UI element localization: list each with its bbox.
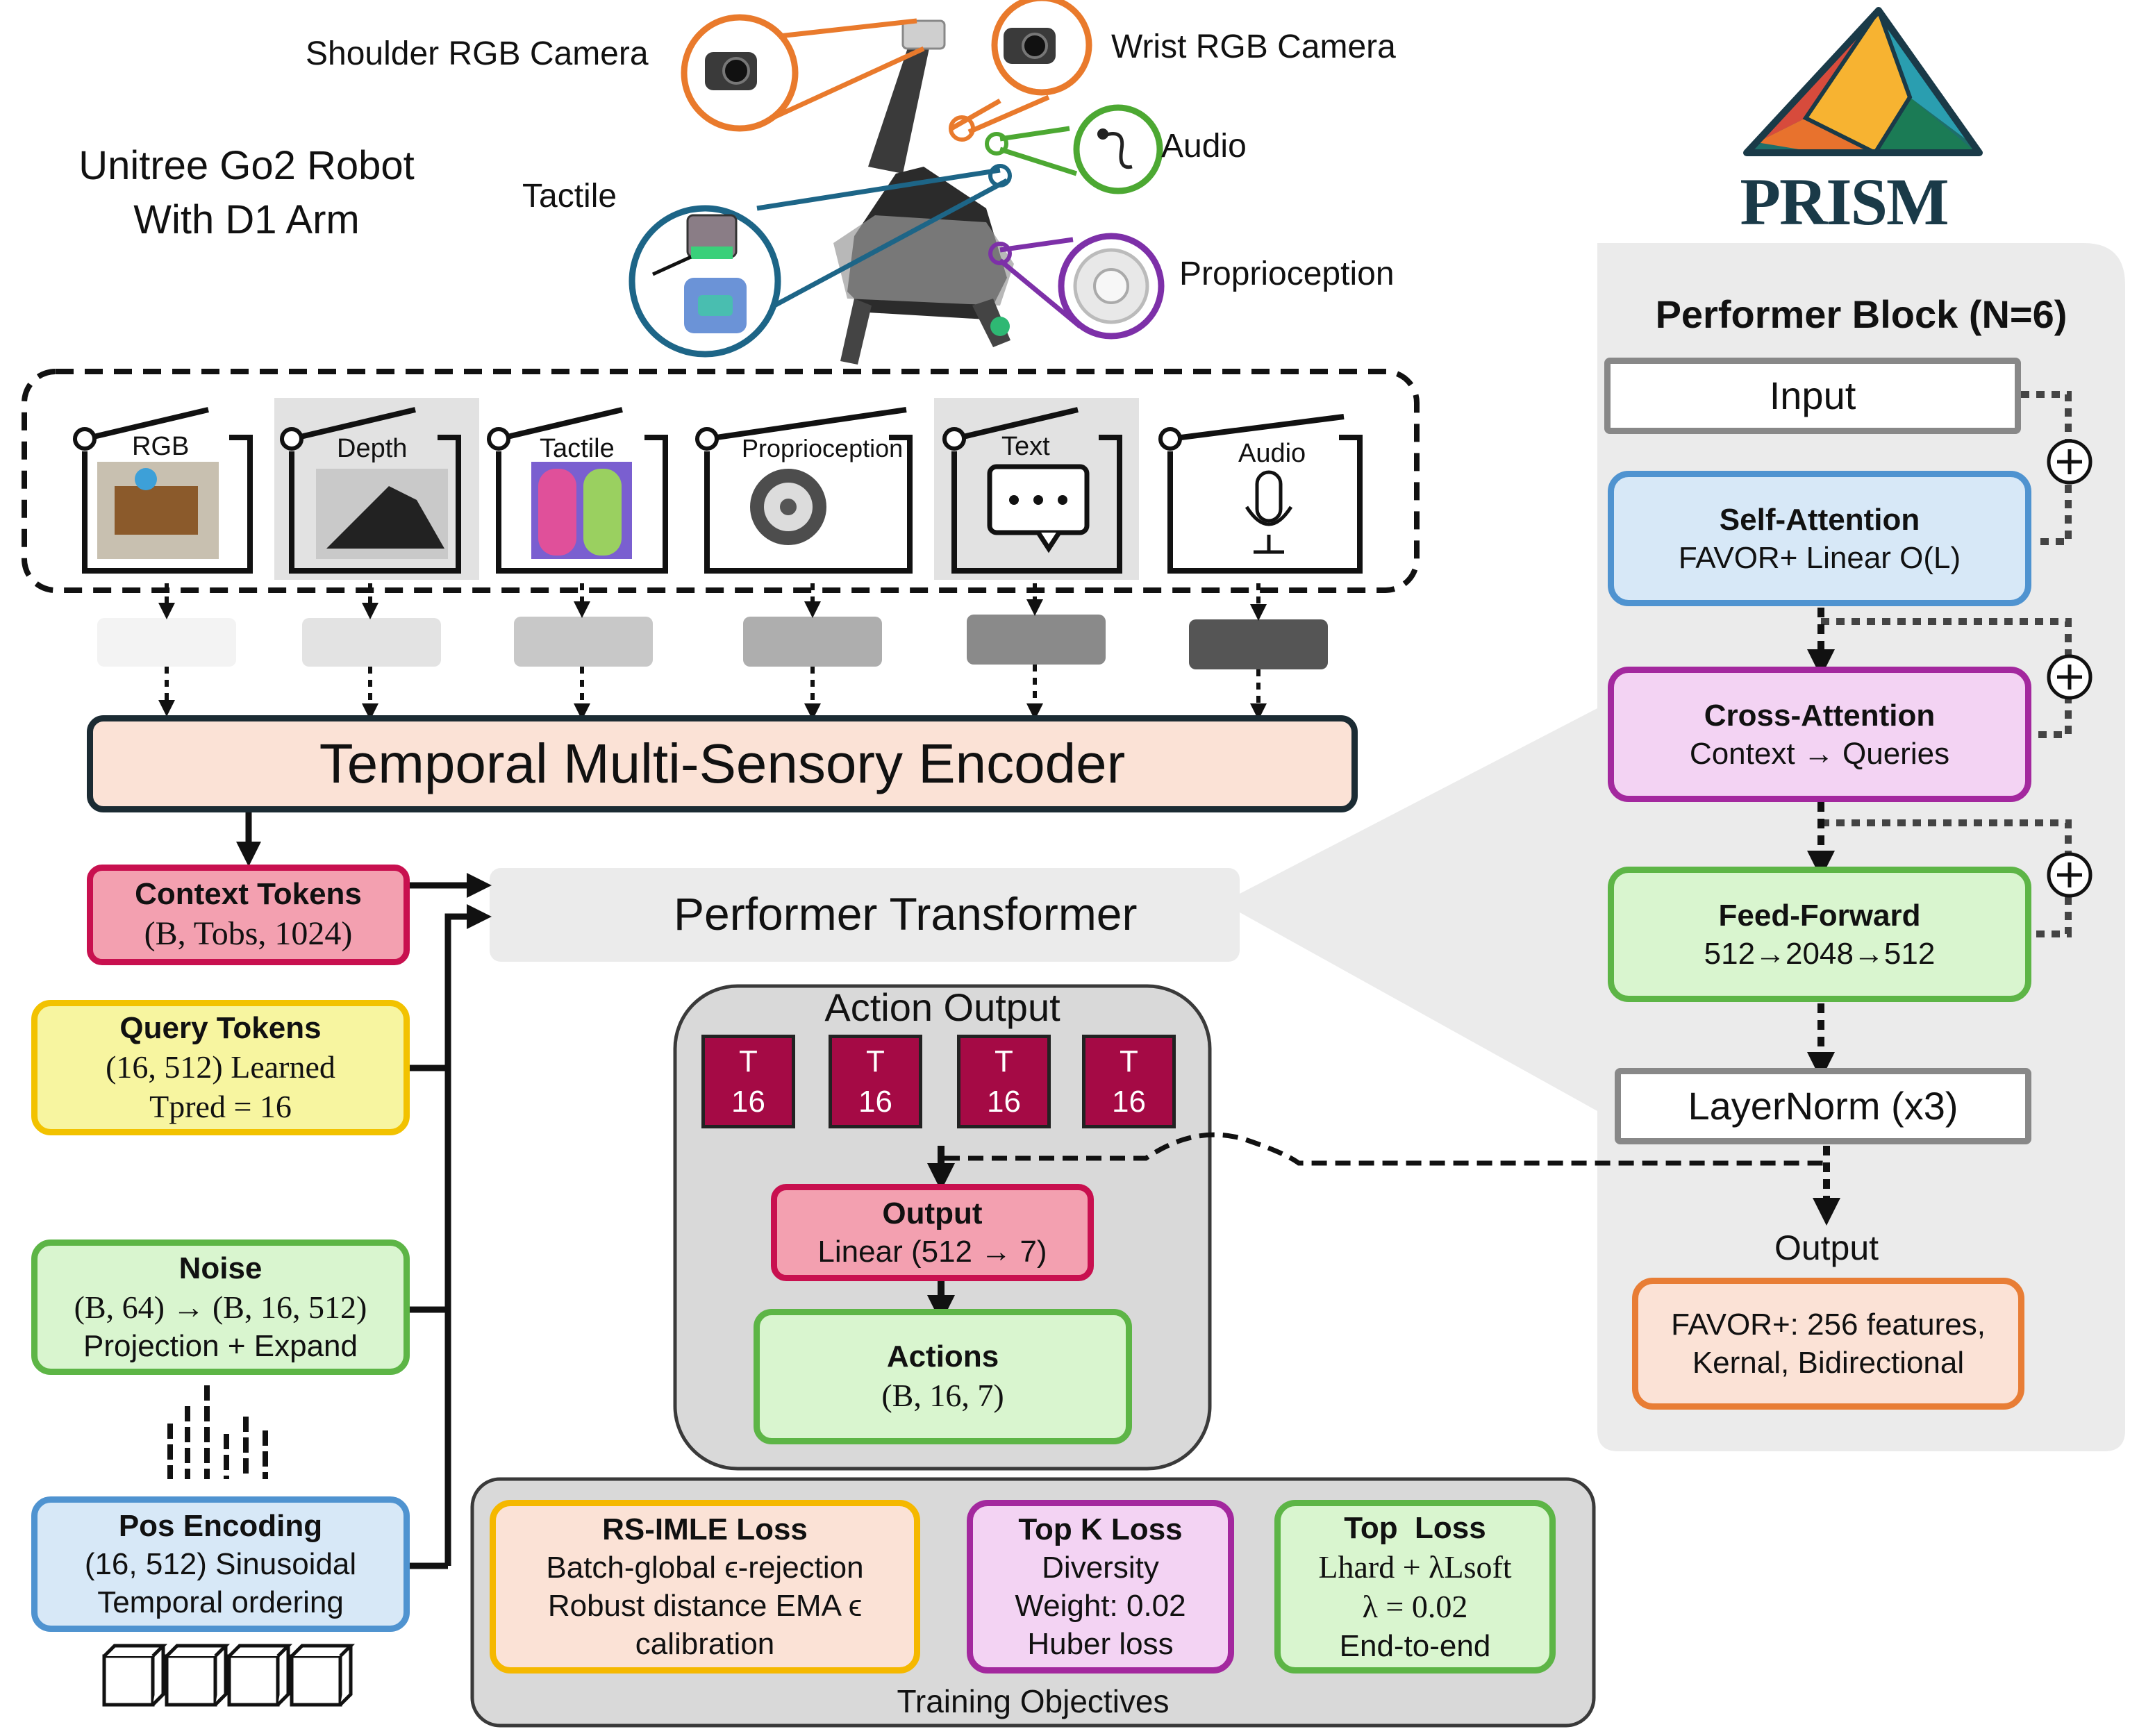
favor-box: FAVOR+: 256 features, Kernal, Bidirectio… [1632,1278,2024,1410]
cross-attention-sub: Context → Queries [1689,736,1950,771]
topk-line2: Weight: 0.02 [1015,1589,1186,1623]
sensor-switches [73,398,1363,580]
output-linear-sub: Linear (512 → 7) [817,1235,1047,1269]
input-box: Input [1604,358,2021,434]
proprioception-callout [988,233,1165,340]
layernorm-label: LayerNorm (x3) [1688,1084,1958,1128]
actions-box: Actions (B, 16, 7) [754,1309,1132,1444]
sensor-panel [22,369,1420,593]
audio-label: Audio [1161,128,1247,165]
action-token-top: T [866,1044,885,1079]
wrist-camera-label: Wrist RGB Camera [1111,28,1396,65]
query-tokens-box: Query Tokens (16, 512) Learned Tpred = 1… [31,1000,410,1135]
self-attention-sub: FAVOR+ Linear O(L) [1678,540,1961,575]
tactile-label: Tactile [522,178,617,215]
favor-line2: Kernal, Bidirectional [1692,1346,1965,1380]
action-token-top: T [995,1044,1013,1079]
query-tokens-title: Query Tokens [119,1010,322,1045]
proprioception-label: Proprioception [1179,256,1395,292]
cross-attention-title: Cross-Attention [1704,698,1936,733]
actions-title: Actions [886,1339,999,1374]
action-token: T 16 [1082,1035,1176,1128]
performer-output-label: Output [1774,1228,1879,1267]
pos-encoding-box: Pos Encoding (16, 512) Sinusoidal Tempor… [31,1496,410,1632]
toploss-line3: End-to-end [1339,1628,1491,1663]
layernorm-box: LayerNorm (x3) [1615,1068,2031,1144]
topk-line1: Diversity [1042,1551,1159,1585]
sensor-label-depth: Depth [337,434,408,463]
action-token-bottom: 16 [858,1084,892,1119]
top-loss-box: Top Loss Lhard + λLsoft λ = 0.02 End-to-… [1274,1500,1556,1674]
rsimle-line1: Batch-global ϵ-rejection [546,1551,864,1585]
noise-bars-icon [167,1385,268,1479]
query-tokens-line2: Tpred = 16 [149,1089,292,1124]
action-token-top: T [739,1044,758,1079]
encoder-box: Temporal Multi-Sensory Encoder [87,715,1358,812]
action-token: T 16 [701,1035,795,1128]
topk-title: Top K Loss [1018,1512,1183,1546]
action-token-top: T [1120,1044,1138,1079]
wrist-camera-callout [949,0,1092,142]
embedding-bars [97,615,1328,669]
noise-box: Noise (B, 64) → (B, 16, 512) Projection … [31,1240,410,1375]
rsimle-line2: Robust distance EMA ϵ [547,1589,863,1623]
sensor-label-proprioception: Proprioception [742,434,904,462]
input-label: Input [1769,374,1856,417]
audio-callout [985,104,1163,194]
sensor-label-rgb: RGB [132,432,190,461]
action-token-bottom: 16 [1112,1084,1146,1119]
output-linear-box: Output Linear (512 → 7) [771,1184,1094,1281]
self-attention-box: Self-Attention FAVOR+ Linear O(L) [1608,471,2031,606]
robot-label: Unitree Go2 Robot With D1 Arm [78,143,415,243]
prism-wordmark: PRISM [1740,165,1949,239]
action-output-title: Action Output [824,985,1060,1029]
actions-sub: (B, 16, 7) [881,1378,1004,1414]
noise-line2: Projection + Expand [83,1329,358,1364]
prism-logo [1743,7,1983,156]
action-token-bottom: 16 [731,1084,765,1119]
pos-encoding-line1: (16, 512) Sinusoidal [84,1547,357,1581]
query-tokens-line1: (16, 512) Learned [106,1049,335,1085]
action-token-bottom: 16 [987,1084,1021,1119]
sensor-label-tactile: Tactile [540,434,615,463]
context-tokens-title: Context Tokens [135,877,362,911]
context-tokens-box: Context Tokens (B, Tobs, 1024) [87,865,410,965]
topk-loss-box: Top K Loss Diversity Weight: 0.02 Huber … [967,1500,1234,1674]
toploss-title: Top Loss [1344,1510,1486,1545]
tactile-callout [629,164,1012,358]
add-icons [2047,439,2092,898]
rsimle-loss-box: RS-IMLE Loss Batch-global ϵ-rejection Ro… [490,1500,920,1674]
action-token: T 16 [957,1035,1051,1128]
noise-title: Noise [178,1251,263,1285]
topk-line3: Huber loss [1027,1627,1174,1661]
cross-attention-box: Cross-Attention Context → Queries [1608,667,2031,802]
context-tokens-shape: (B, Tobs, 1024) [144,915,353,952]
noise-line1: (B, 64) → (B, 16, 512) [74,1289,367,1325]
encoder-label: Temporal Multi-Sensory Encoder [319,733,1126,794]
shoulder-camera-callout [681,14,925,132]
rsimle-line3: calibration [635,1627,775,1661]
feed-forward-sub: 512→2048→512 [1704,936,1936,971]
output-linear-title: Output [882,1196,983,1230]
action-token: T 16 [829,1035,922,1128]
sensor-label-text: Text [1001,432,1050,461]
sensor-label-audio: Audio [1238,439,1306,468]
pos-encoding-line2: Temporal ordering [97,1585,344,1619]
favor-line1: FAVOR+: 256 features, [1671,1308,1986,1342]
pos-encoding-title: Pos Encoding [118,1509,323,1543]
toploss-line2: λ = 0.02 [1362,1589,1468,1624]
toploss-line1: Lhard + λLsoft [1318,1549,1512,1585]
performer-block-title: Performer Block (N=6) [1655,292,2067,336]
performer-transformer-band [490,868,1240,962]
self-attention-title: Self-Attention [1719,502,1920,537]
training-objectives-label: Training Objectives [897,1683,1170,1719]
performer-transformer-label: Performer Transformer [674,888,1138,940]
cube-icons [102,1644,356,1707]
rsimle-title: RS-IMLE Loss [602,1512,808,1546]
robot-image [833,19,1014,365]
shoulder-camera-label: Shoulder RGB Camera [306,35,649,72]
feed-forward-box: Feed-Forward 512→2048→512 [1608,867,2031,1002]
feed-forward-title: Feed-Forward [1718,898,1921,933]
